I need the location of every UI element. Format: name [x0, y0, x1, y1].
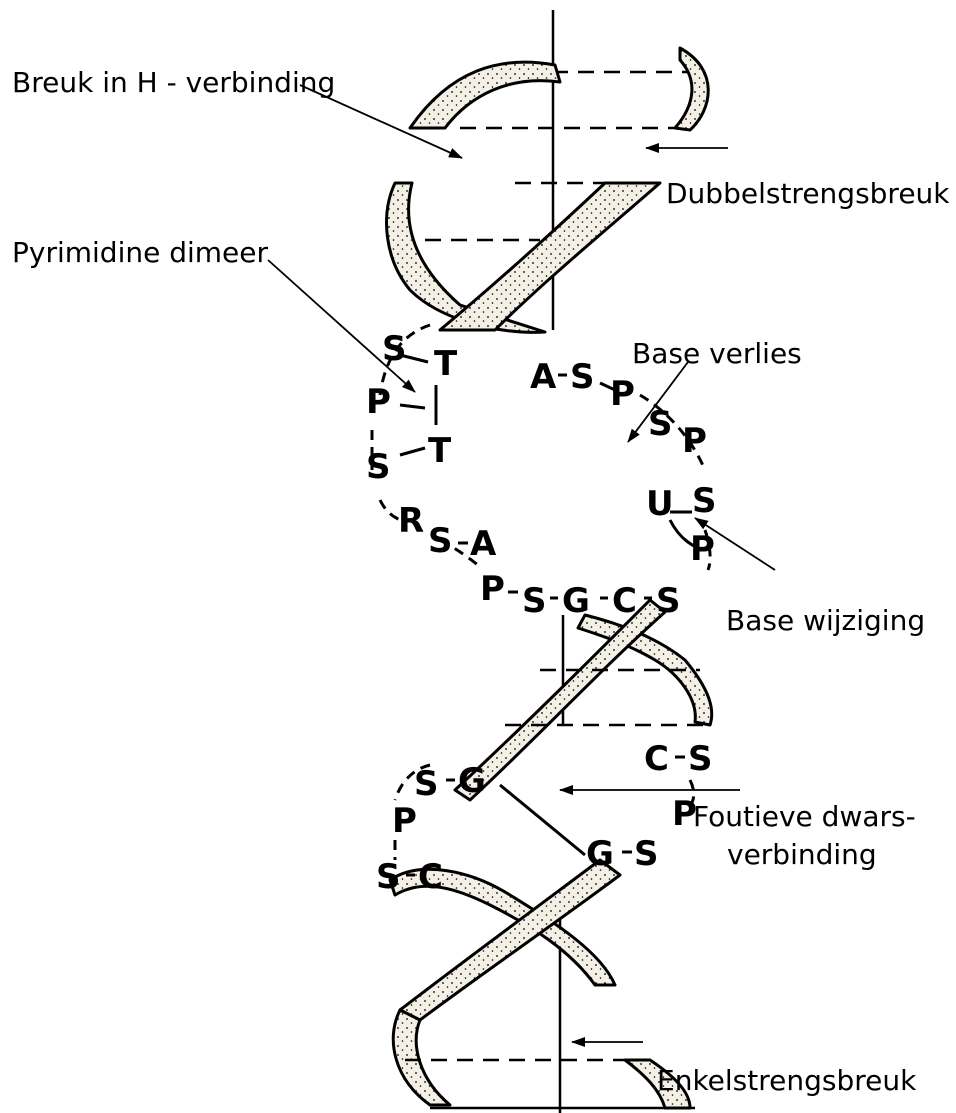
strand-top-right-arc — [675, 48, 708, 130]
nucleotides-right-loop: A S P S P U S P — [530, 357, 717, 569]
svg-text:P: P — [366, 382, 391, 422]
nucleotides-left-loop: S T P T S R S A P S G C S — [366, 329, 681, 621]
svg-text:G: G — [562, 581, 590, 621]
svg-text:A: A — [470, 524, 497, 564]
svg-text:S: S — [634, 834, 659, 874]
svg-text:S: S — [656, 581, 681, 621]
label-base-change: Base wijziging — [726, 604, 925, 637]
svg-text:S: S — [366, 447, 391, 487]
label-base-loss: Base verlies — [632, 337, 802, 370]
svg-text:P: P — [690, 529, 715, 569]
label-cross-link-line1: Foutieve dwars- — [693, 800, 916, 833]
svg-text:S: S — [382, 329, 407, 369]
svg-text:C: C — [644, 739, 669, 779]
label-pyrimidine-dimer: Pyrimidine dimeer — [12, 236, 269, 269]
svg-text:A: A — [530, 357, 557, 397]
svg-text:C: C — [612, 581, 637, 621]
label-h-bond-break: Breuk in H - verbinding — [12, 66, 335, 99]
strand-upper-diagonal — [440, 183, 660, 330]
svg-text:P: P — [682, 421, 707, 461]
svg-text:S: S — [414, 764, 439, 804]
svg-text:P: P — [610, 374, 635, 414]
svg-text:G: G — [586, 834, 614, 874]
svg-text:S: S — [570, 357, 595, 397]
svg-text:T: T — [428, 431, 452, 471]
strand-middle-cross — [455, 600, 712, 800]
svg-text:S: S — [688, 739, 713, 779]
strand-top-left-arc — [410, 62, 560, 128]
svg-text:R: R — [398, 501, 424, 541]
svg-text:G: G — [458, 761, 486, 801]
svg-text:S: S — [522, 581, 547, 621]
svg-text:C: C — [418, 857, 443, 897]
label-single-strand-break: Enkelstrengsbreuk — [657, 1064, 917, 1097]
svg-text:S: S — [692, 481, 717, 521]
strand-lower-cross — [390, 860, 690, 1108]
svg-text:U: U — [646, 484, 674, 524]
svg-text:P: P — [392, 801, 417, 841]
svg-text:S: S — [428, 521, 453, 561]
svg-text:P: P — [480, 569, 505, 609]
label-double-strand-break: Dubbelstrengsbreuk — [666, 177, 950, 210]
label-cross-link-line2: verbinding — [727, 838, 877, 871]
svg-text:T: T — [434, 344, 458, 384]
svg-text:S: S — [376, 857, 401, 897]
